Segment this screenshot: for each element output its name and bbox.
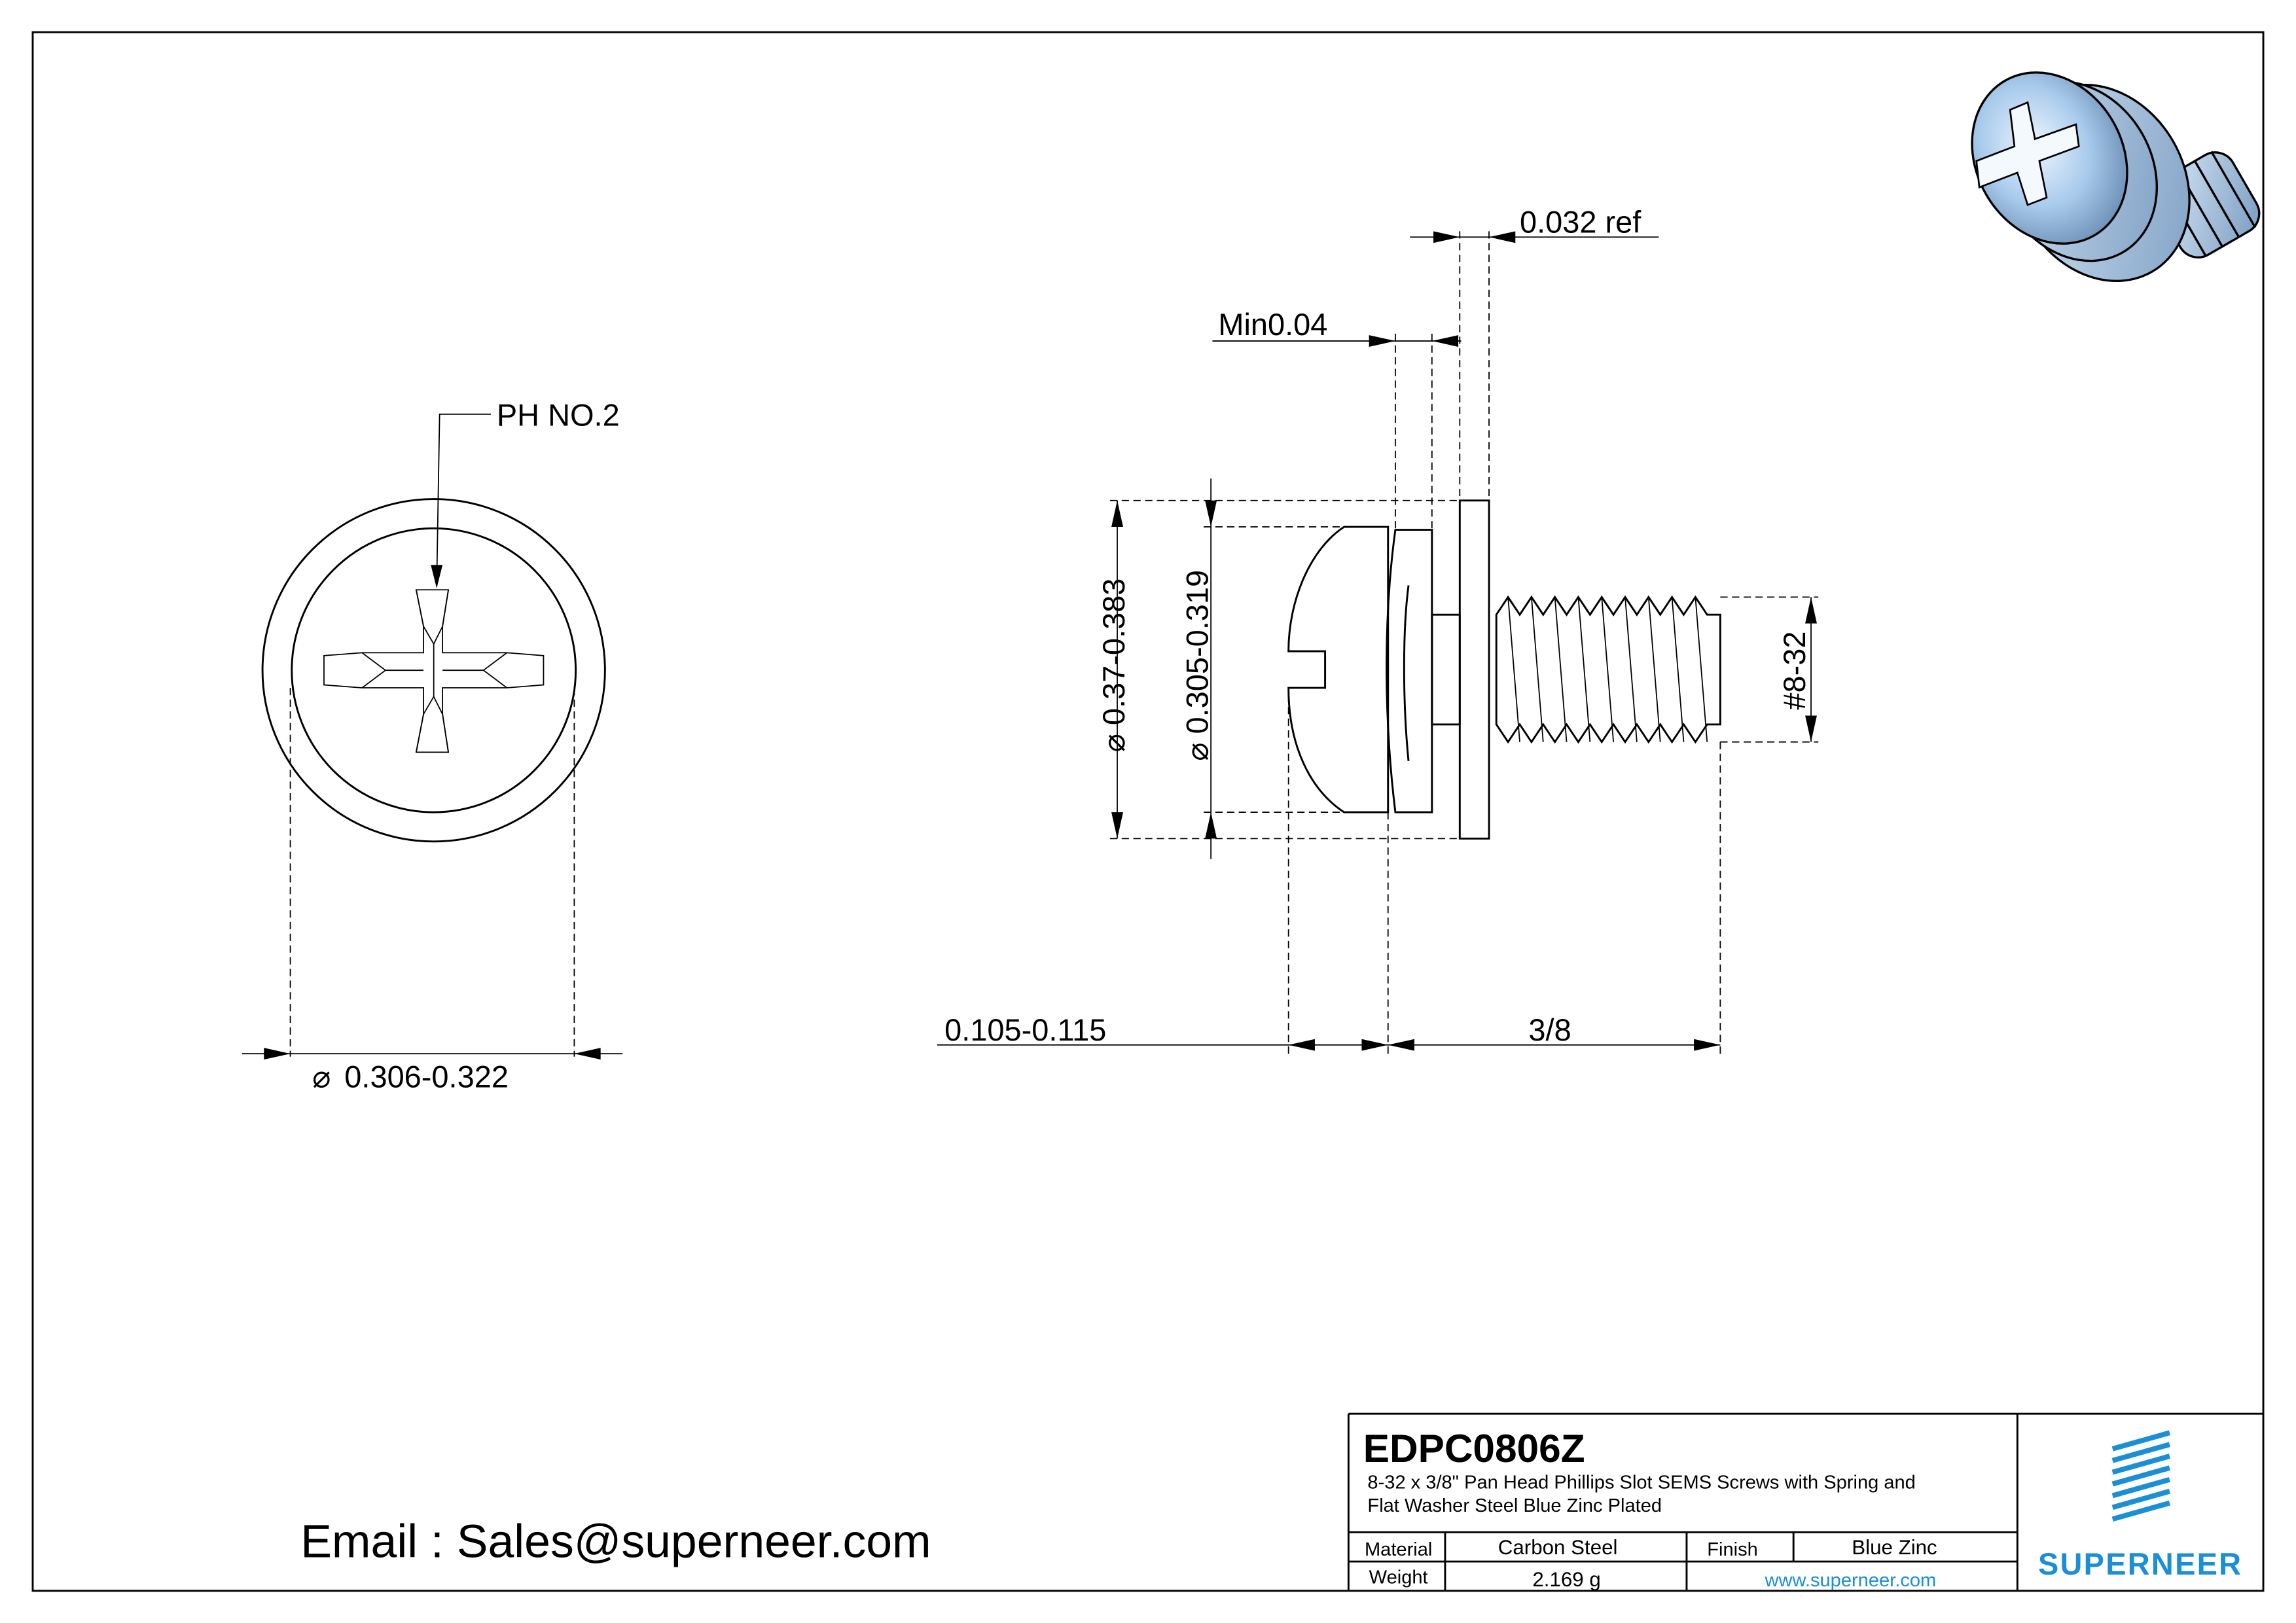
weight-value: 2.169 g — [1532, 1568, 1600, 1591]
washer-outline — [261, 498, 606, 843]
spring-washer-dim: Min0.04 — [1218, 307, 1327, 342]
material-label: Material — [1365, 1539, 1432, 1560]
screw-3d-render — [1971, 71, 2261, 283]
front-head-diameter-dim: 0.306-0.322 — [344, 1060, 509, 1094]
thread-size-dim: #8-32 — [1777, 631, 1812, 709]
flat-washer-dim: 0.032 ref — [1520, 205, 1641, 240]
thread — [1495, 595, 1721, 744]
description-line-1: 8-32 x 3/8" Pan Head Phillips Slot SEMS … — [1367, 1472, 1915, 1493]
spring-washer — [1386, 529, 1433, 813]
finish-value: Blue Zinc — [1852, 1536, 1937, 1559]
finish-label: Finish — [1707, 1539, 1758, 1560]
length-dim: 3/8 — [1528, 1012, 1571, 1047]
side-view: ⌀ 0.37-0.383 ⌀ 0.305-0.319 #8-32 0.105-0… — [937, 205, 1819, 1054]
title-block: EDPC0806Z 8-32 x 3/8" Pan Head Phillips … — [1347, 1412, 2264, 1591]
brand-name: SUPERNEER — [2038, 1546, 2242, 1581]
shank — [1431, 613, 1461, 726]
weight-label: Weight — [1369, 1567, 1428, 1588]
front-view: ⌀ 0.306-0.322 PH NO.2 — [242, 398, 623, 1094]
description-line-2: Flat Washer Steel Blue Zinc Plated — [1367, 1495, 1662, 1516]
head-height-dim: 0.105-0.115 — [944, 1012, 1106, 1047]
contact-email[interactable]: Email : Sales@superneer.com — [300, 1515, 931, 1567]
washer-diameter-dim: ⌀ 0.37-0.383 — [1096, 579, 1131, 753]
sheet-border — [31, 31, 2265, 1592]
part-number: EDPC0806Z — [1363, 1426, 1585, 1471]
flat-washer — [1458, 499, 1490, 840]
head-outline — [291, 527, 577, 813]
website-link[interactable]: www.superneer.com — [1765, 1570, 1937, 1591]
phillips-recess-icon — [323, 589, 545, 753]
pan-head-profile — [1287, 526, 1390, 813]
front-diameter-symbol: ⌀ — [312, 1060, 331, 1094]
drive-callout: PH NO.2 — [497, 398, 620, 433]
material-value: Carbon Steel — [1498, 1536, 1618, 1559]
superneer-logo-icon — [2111, 1430, 2170, 1522]
head-diameter-dim: ⌀ 0.305-0.319 — [1180, 570, 1215, 761]
